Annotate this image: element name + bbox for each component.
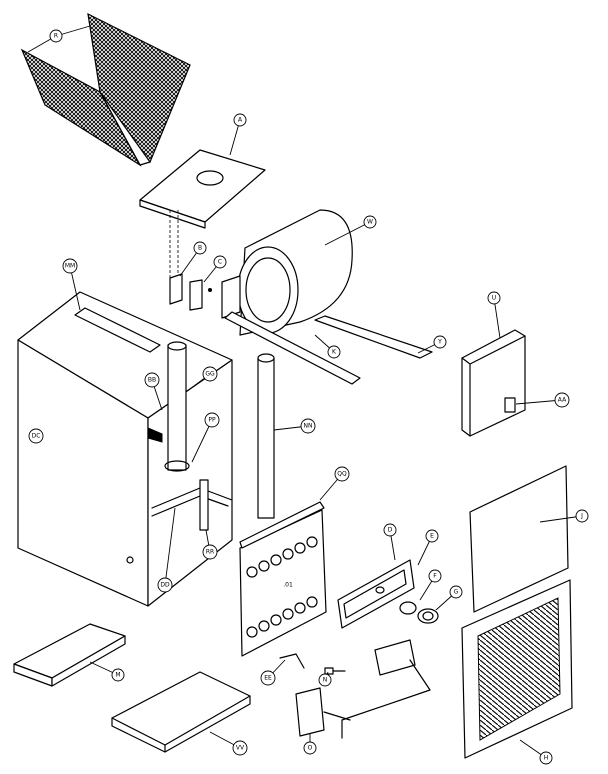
label-pp: PP — [204, 412, 220, 428]
flue-nn — [257, 353, 275, 519]
label-gg: GG — [202, 366, 218, 382]
top-plate-a — [139, 149, 266, 280]
svg-text:D: D — [388, 527, 393, 534]
label-k: K — [327, 345, 341, 359]
label-g: G — [449, 585, 463, 599]
tray-vv — [111, 671, 251, 753]
label-mm: MM — [62, 258, 78, 274]
label-aa: AA — [554, 392, 570, 408]
label-ee: EE — [260, 670, 276, 686]
rails-k-y — [224, 311, 433, 385]
cabinet-dc — [17, 291, 233, 607]
label-nn: NN — [300, 418, 316, 434]
label-rr: RR — [202, 544, 218, 560]
svg-text:DD: DD — [160, 582, 170, 589]
svg-text:C: C — [218, 259, 222, 266]
svg-text:F: F — [433, 573, 437, 580]
svg-text:A: A — [238, 117, 243, 124]
blower-w — [221, 209, 353, 336]
label-o: O — [303, 741, 317, 755]
burner-parts — [337, 559, 439, 629]
svg-text:Y: Y — [437, 339, 442, 346]
label-h: H — [539, 751, 553, 765]
svg-text:E: E — [430, 533, 434, 540]
label-bb: BB — [144, 372, 160, 388]
brackets-b-c — [169, 273, 212, 311]
label-d: D — [383, 523, 397, 537]
panel-j — [469, 465, 569, 613]
label-u: U — [487, 291, 501, 305]
svg-text:MM: MM — [65, 263, 75, 270]
svg-text:J: J — [580, 513, 583, 520]
panel-text: .01 — [283, 582, 293, 589]
svg-text:U: U — [492, 295, 496, 302]
svg-text:EE: EE — [264, 675, 272, 682]
svg-text:B: B — [198, 245, 202, 252]
label-qq: QQ — [334, 466, 350, 482]
bracket-o — [295, 639, 431, 739]
svg-text:R: R — [54, 33, 58, 40]
label-f: F — [428, 569, 442, 583]
bracket-u — [461, 329, 526, 437]
front-panel-qq: .01 — [239, 501, 327, 657]
svg-text:M: M — [115, 672, 120, 679]
callout-labels: R A B C W MM K Y U AA BB GG PP NN DC QQ … — [28, 29, 589, 765]
label-vv: VV — [232, 740, 248, 756]
label-b: B — [193, 241, 207, 255]
svg-text:N: N — [323, 677, 328, 684]
svg-text:W: W — [367, 219, 373, 226]
label-n: N — [318, 673, 332, 687]
tray-left — [13, 623, 126, 687]
svg-text:NN: NN — [304, 423, 313, 430]
svg-text:QQ: QQ — [337, 471, 347, 478]
svg-text:BB: BB — [148, 377, 156, 384]
grille-h — [461, 579, 573, 759]
svg-text:PP: PP — [208, 417, 216, 424]
label-e: E — [425, 529, 439, 543]
label-m: M — [111, 668, 125, 682]
svg-text:VV: VV — [236, 745, 245, 752]
label-dd: DD — [157, 577, 173, 593]
svg-text:AA: AA — [558, 397, 567, 404]
svg-text:RR: RR — [206, 549, 214, 556]
label-r: R — [49, 29, 63, 43]
label-c: C — [213, 255, 227, 269]
label-j: J — [575, 509, 589, 523]
svg-text:DC: DC — [32, 433, 41, 440]
svg-text:O: O — [308, 745, 313, 752]
panel-holes-bottom — [246, 596, 318, 638]
label-a: A — [233, 113, 247, 127]
label-dc: DC — [28, 428, 44, 444]
panel-holes-top — [246, 536, 318, 578]
svg-text:GG: GG — [205, 371, 215, 378]
small-parts — [279, 653, 346, 675]
svg-text:G: G — [454, 589, 459, 596]
filter-r — [20, 12, 191, 167]
svg-text:K: K — [332, 349, 337, 356]
label-w: W — [363, 215, 377, 229]
svg-text:H: H — [544, 755, 549, 762]
label-y: Y — [433, 335, 447, 349]
